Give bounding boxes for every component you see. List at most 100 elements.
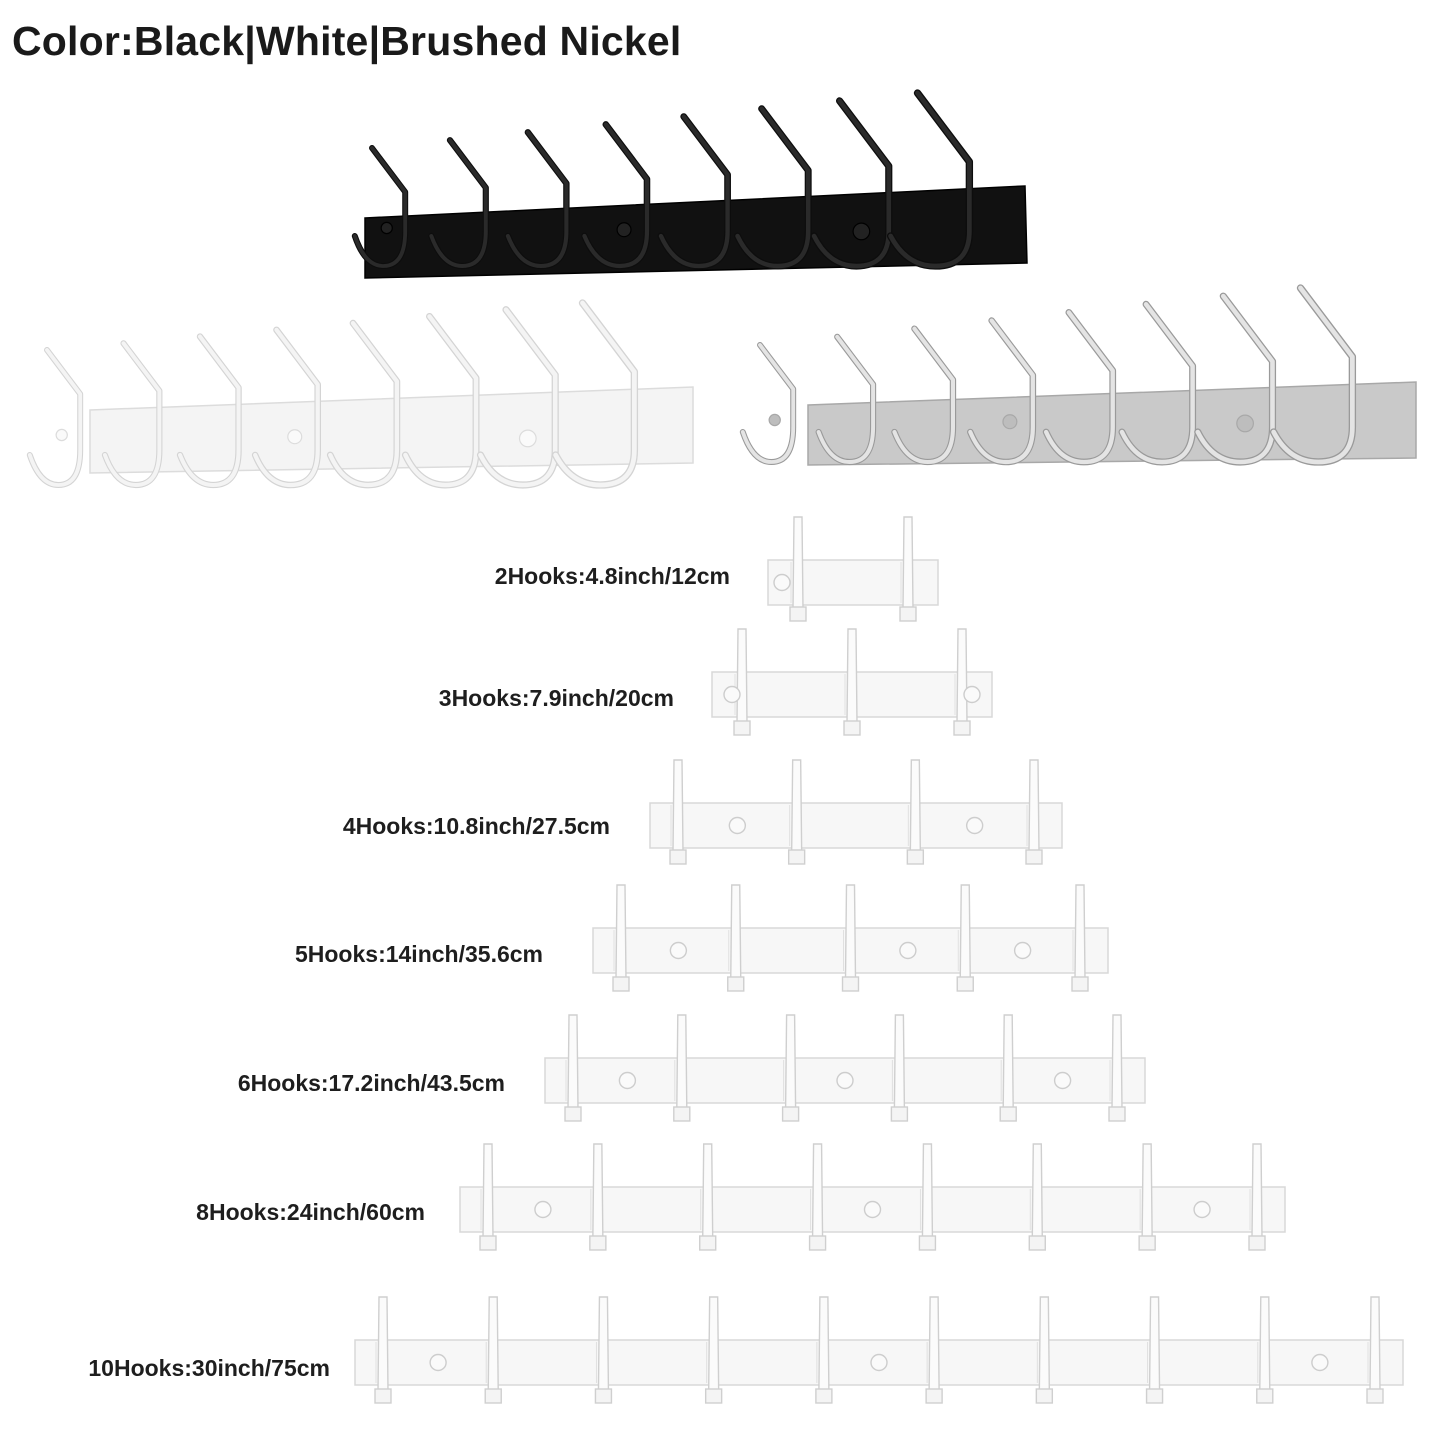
hook-highlight (177, 334, 241, 488)
screw (836, 1071, 854, 1090)
color-options-title: Color:Black|White|Brushed Nickel (12, 18, 682, 64)
hook-foot (699, 1235, 717, 1251)
hook-foot (925, 1388, 943, 1404)
hook (702, 1143, 714, 1239)
hook-foot (612, 976, 630, 992)
screw (1193, 1200, 1211, 1219)
hook-foot (953, 720, 971, 736)
hook-foot (704, 1388, 723, 1404)
rack-diagram-4-hooks (649, 758, 1063, 866)
hook-foot (890, 1106, 909, 1122)
hook (592, 1143, 604, 1239)
hook (597, 1296, 610, 1392)
white-hook-rack-image (25, 295, 700, 500)
hook-foot (1028, 1235, 1046, 1251)
hook-foot (1035, 1388, 1054, 1404)
hook (844, 884, 857, 980)
screw (429, 1353, 447, 1372)
hook (1369, 1296, 1381, 1392)
screw (863, 1200, 882, 1219)
hook-highlight (892, 326, 956, 465)
hook-highlight (888, 90, 972, 269)
size-label-3-hooks: 3Hooks:7.9inch/20cm (438, 685, 674, 711)
hook-highlight (740, 343, 796, 464)
hook-highlight (658, 114, 730, 269)
hook-foot (999, 1106, 1017, 1122)
hook (790, 759, 803, 853)
hook (377, 1296, 389, 1392)
hook-foot (1108, 1106, 1126, 1122)
screw (852, 222, 871, 241)
hook-foot (781, 1106, 800, 1122)
rack-diagram-2-hooks (767, 515, 939, 623)
hook-highlight (403, 314, 479, 488)
hook-foot (589, 1235, 607, 1251)
hook-foot (727, 976, 745, 992)
screw (773, 573, 791, 592)
hook (736, 628, 748, 724)
hook (707, 1296, 720, 1392)
hook (959, 884, 971, 980)
screw (287, 429, 303, 445)
hook (811, 1143, 824, 1239)
hook-highlight (27, 348, 83, 487)
rack-diagram-8-hooks (459, 1142, 1286, 1252)
hook (921, 1143, 934, 1239)
screw (55, 428, 68, 442)
screw (616, 222, 632, 238)
hook (676, 1014, 688, 1110)
hook-foot (956, 976, 974, 992)
hook (1031, 1143, 1043, 1239)
screw (870, 1353, 888, 1372)
hook (1148, 1296, 1161, 1392)
size-label-10-hooks: 10Hooks:30inch/75cm (88, 1355, 330, 1381)
hook-foot (564, 1106, 582, 1122)
screw (899, 941, 917, 960)
hook (956, 628, 968, 724)
hook-foot (789, 606, 807, 622)
hook-highlight (102, 341, 162, 487)
hook-highlight (582, 122, 650, 269)
hook-highlight (253, 327, 320, 488)
hook-foot (1145, 1388, 1164, 1404)
hook-highlight (505, 130, 569, 269)
hook (902, 516, 914, 610)
hook-highlight (328, 320, 400, 488)
black-hook-rack-image (351, 88, 1035, 288)
hook-highlight (553, 300, 637, 488)
hook-foot (899, 606, 917, 622)
hook-highlight (735, 106, 811, 269)
hook (1074, 884, 1086, 980)
screw (518, 429, 537, 448)
screw (534, 1200, 552, 1219)
hook (567, 1014, 579, 1110)
hook (730, 884, 742, 980)
hook (1111, 1014, 1123, 1110)
hook-foot (787, 849, 806, 865)
hook-highlight (968, 318, 1035, 465)
hook-foot (841, 976, 860, 992)
hook (1038, 1296, 1051, 1392)
hook-foot (374, 1388, 392, 1404)
hook-highlight (1119, 302, 1195, 465)
hook-foot (669, 849, 687, 865)
hook-foot (1256, 1388, 1274, 1404)
hook (487, 1296, 499, 1392)
screw (1311, 1353, 1329, 1372)
hook (909, 759, 922, 853)
rack-diagram-5-hooks (592, 883, 1109, 993)
screw (669, 941, 688, 960)
hook (792, 516, 804, 610)
screw (380, 221, 393, 235)
hook (846, 628, 858, 724)
screw (768, 413, 781, 427)
hook-foot (1025, 849, 1043, 865)
screw (1002, 414, 1018, 430)
hook-foot (1138, 1235, 1156, 1251)
hook-foot (484, 1388, 502, 1404)
hook (784, 1014, 797, 1110)
hook-highlight (1043, 310, 1115, 465)
hook-foot (1071, 976, 1089, 992)
hook-highlight (816, 334, 876, 464)
hook (615, 884, 627, 980)
